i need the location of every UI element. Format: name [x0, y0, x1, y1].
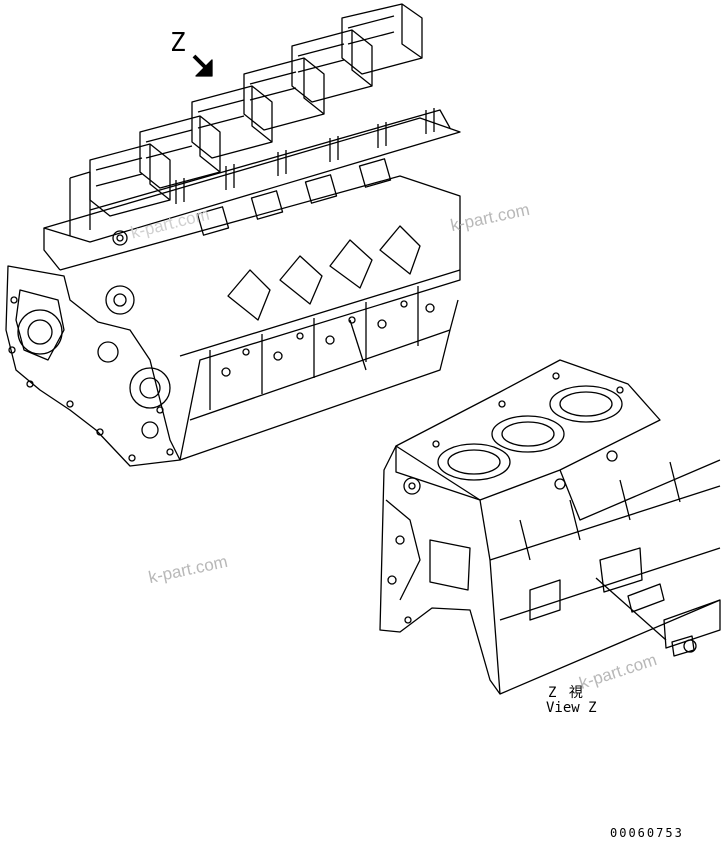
engine-block-detail-view: [379, 359, 721, 695]
engine-block-main: [5, 3, 461, 467]
view-caption-english: View Z: [546, 700, 597, 716]
view-z-label: Z: [170, 28, 186, 58]
figure-id: 00060753: [610, 826, 684, 840]
view-z-arrow-icon: [192, 54, 213, 77]
view-caption-japanese: Z 視: [548, 685, 585, 701]
leader-line: [349, 319, 367, 371]
